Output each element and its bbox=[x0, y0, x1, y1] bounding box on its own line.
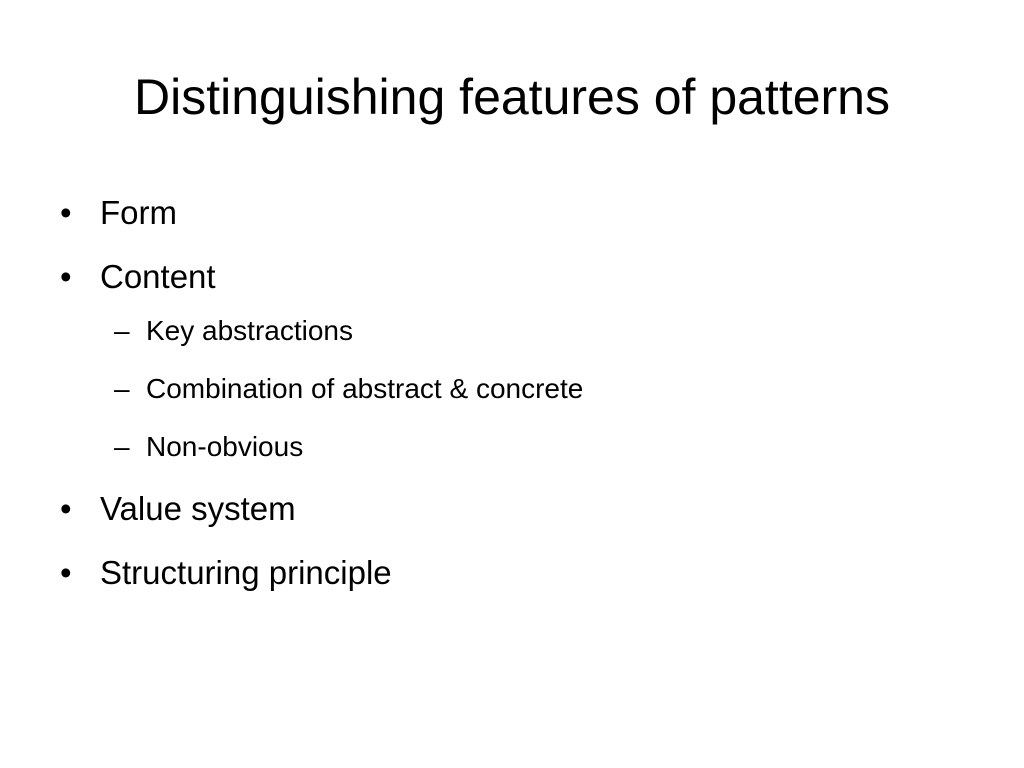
bullet-label: Structuring principle bbox=[100, 554, 392, 591]
bullet-label: Content bbox=[100, 258, 216, 295]
bullet-label: Form bbox=[100, 194, 177, 231]
bullet-item-value-system: • Value system bbox=[60, 484, 960, 534]
sub-item-key-abstractions: – Key abstractions bbox=[114, 310, 960, 352]
bullet-item-form: • Form bbox=[60, 188, 960, 238]
sub-item-label: Non-obvious bbox=[146, 431, 304, 462]
bullet-list: • Form • Content – Key abstractions – Co… bbox=[60, 188, 960, 612]
sub-item-label: Combination of abstract & concrete bbox=[146, 373, 584, 404]
bullet-icon: • bbox=[60, 194, 72, 231]
sub-item-label: Key abstractions bbox=[146, 315, 353, 346]
bullet-item-content: • Content – Key abstractions – Combinati… bbox=[60, 252, 960, 468]
bullet-icon: • bbox=[60, 490, 72, 527]
sub-bullet-list: – Key abstractions – Combination of abst… bbox=[100, 310, 960, 468]
bullet-icon: • bbox=[60, 554, 72, 591]
sub-item-combination: – Combination of abstract & concrete bbox=[114, 368, 960, 410]
slide-title: Distinguishing features of patterns bbox=[134, 69, 890, 125]
dash-icon: – bbox=[114, 373, 130, 404]
dash-icon: – bbox=[114, 315, 130, 346]
bullet-item-structuring-principle: • Structuring principle bbox=[60, 548, 960, 598]
bullet-icon: • bbox=[60, 258, 72, 295]
bullet-label: Value system bbox=[100, 490, 296, 527]
dash-icon: – bbox=[114, 431, 130, 462]
sub-item-non-obvious: – Non-obvious bbox=[114, 426, 960, 468]
